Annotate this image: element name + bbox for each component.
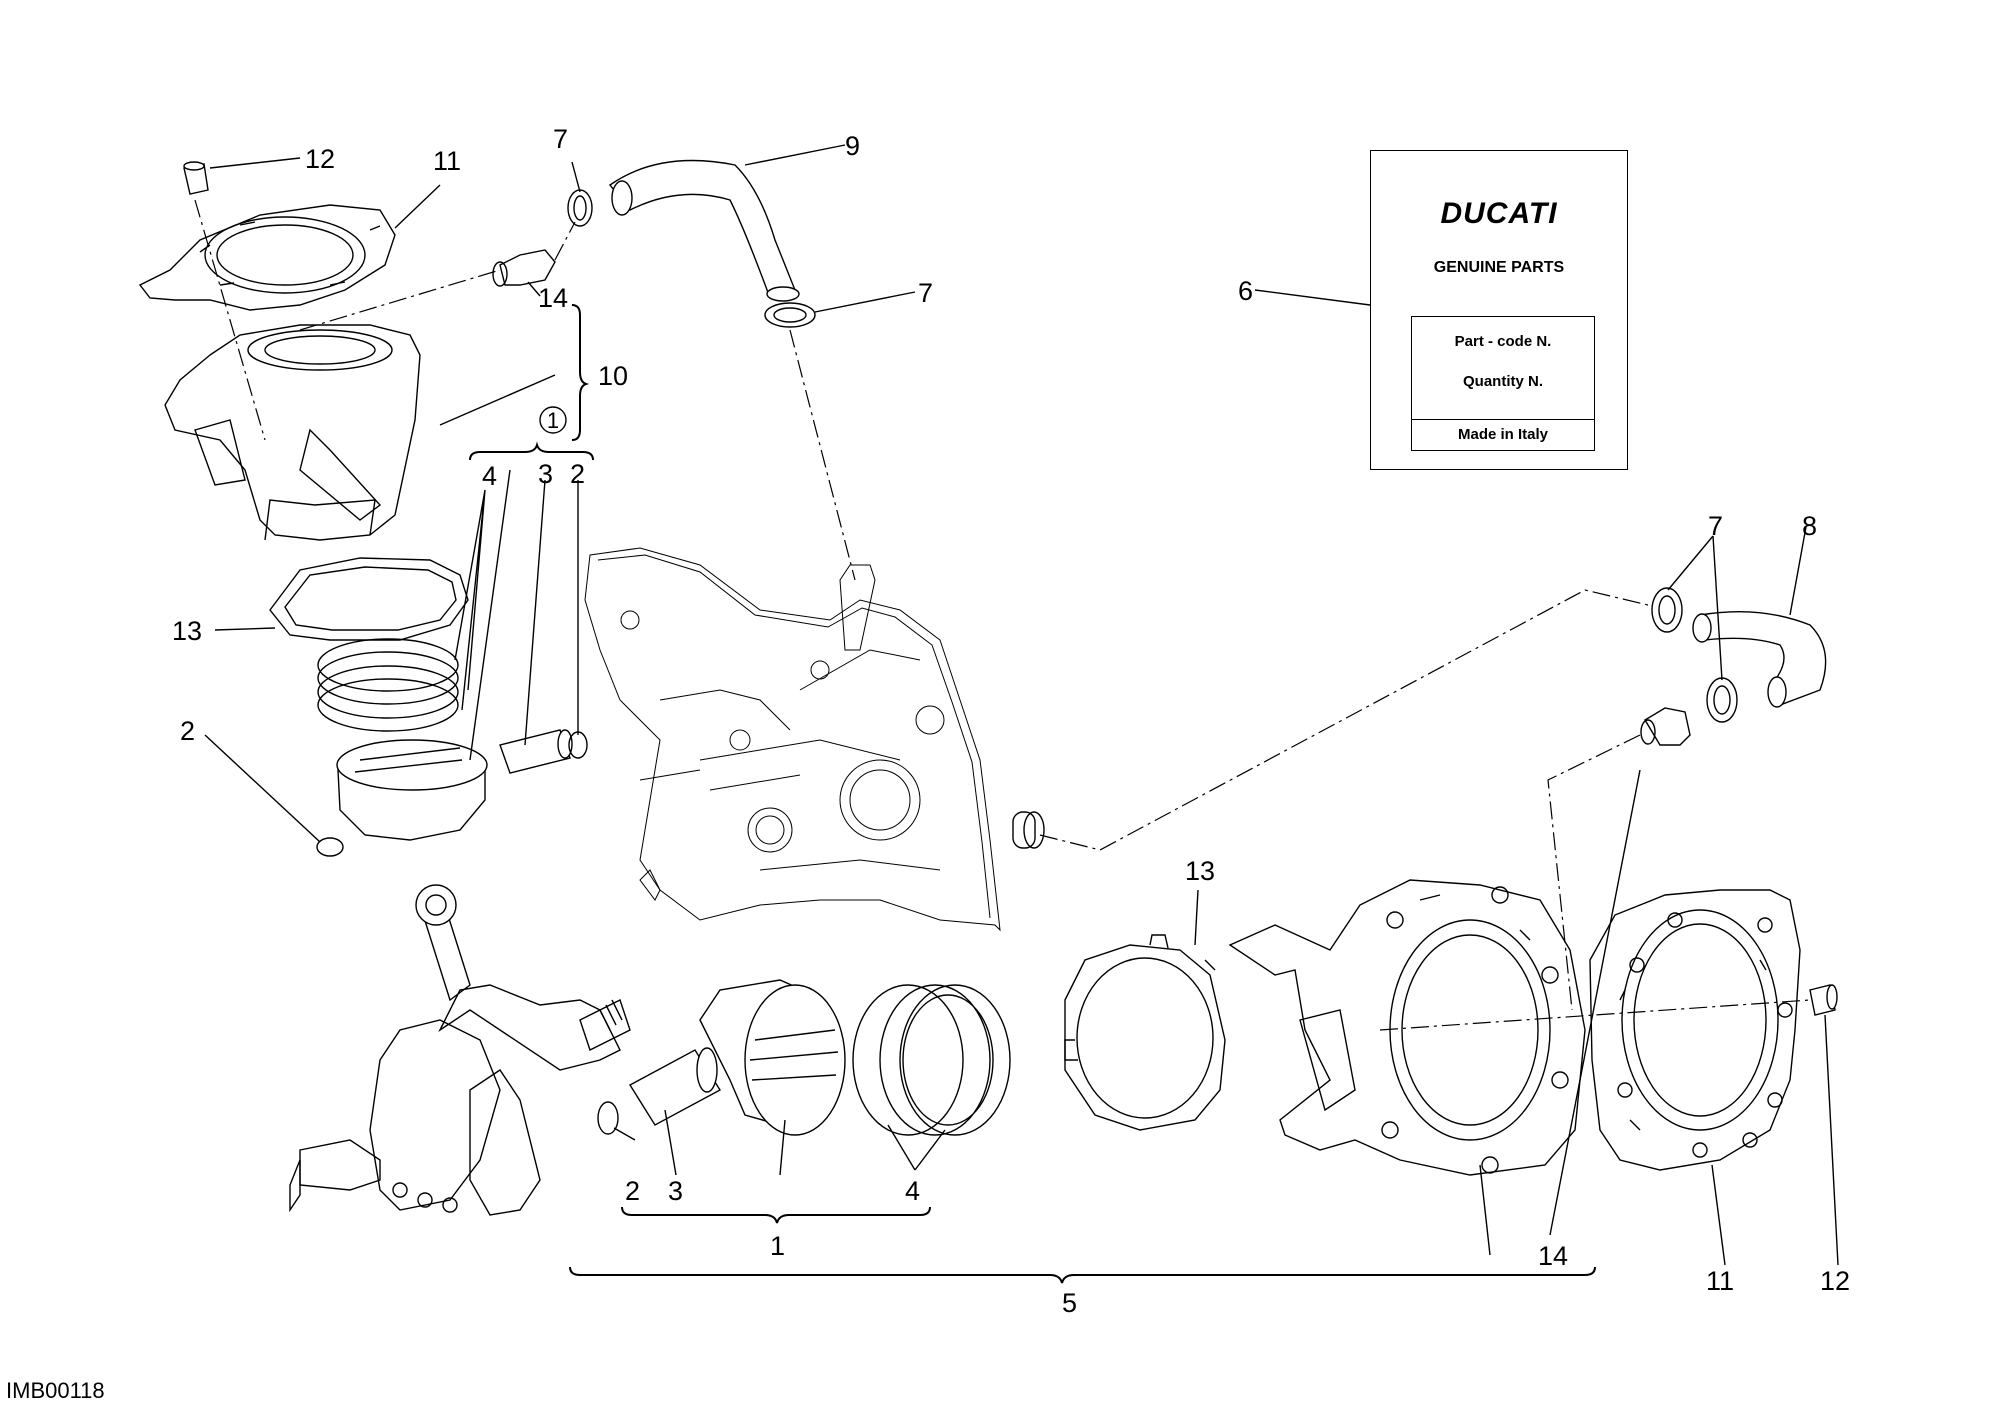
callout-1: 1 bbox=[770, 1231, 785, 1261]
piston-rings-upper bbox=[317, 638, 459, 732]
callout-12: 12 bbox=[1820, 1266, 1850, 1296]
callout-13: 13 bbox=[172, 616, 202, 646]
callout-13: 13 bbox=[1185, 856, 1215, 886]
piston-lower bbox=[699, 979, 846, 1136]
callout-14: 14 bbox=[1538, 1241, 1568, 1271]
crankcase-ghost bbox=[584, 547, 1045, 932]
dowel-lower bbox=[1809, 984, 1838, 1016]
callout-10: 10 bbox=[598, 361, 628, 391]
union-fitting-upper bbox=[492, 249, 556, 287]
part-code-field: Part - code N. bbox=[1454, 333, 1552, 350]
callout-14: 14 bbox=[538, 283, 568, 313]
label-subtitle: GENUINE PARTS bbox=[1433, 259, 1565, 276]
water-hose-right bbox=[1692, 610, 1827, 708]
cylinder-base-gasket-lower bbox=[1064, 934, 1226, 1131]
label-info-box: Part - code N. Quantity N. Made in Italy bbox=[1411, 316, 1595, 451]
gudgeon-pin-lower bbox=[629, 1047, 721, 1126]
callout-7: 7 bbox=[1708, 511, 1723, 541]
drawing-code: IMB00118 bbox=[6, 1378, 105, 1403]
cylinder-lower bbox=[1228, 879, 1586, 1176]
callout-3: 3 bbox=[668, 1176, 683, 1206]
piston-upper bbox=[336, 739, 488, 841]
cylinder-head-gasket-upper bbox=[138, 204, 396, 311]
callout-numbers: 12 11 7 9 7 14 10 4 3 2 13 2 6 7 8 13 2 … bbox=[172, 124, 1850, 1318]
callout-8: 8 bbox=[1802, 511, 1817, 541]
callout-11: 11 bbox=[433, 146, 461, 176]
callout-2: 2 bbox=[180, 716, 195, 746]
callout-7: 7 bbox=[918, 278, 933, 308]
callout-4: 4 bbox=[905, 1176, 920, 1206]
callout-12: 12 bbox=[305, 144, 335, 174]
cylinder-upper bbox=[164, 324, 421, 541]
cylinder-head-gasket-lower bbox=[1589, 889, 1801, 1171]
callout-7: 7 bbox=[553, 124, 568, 154]
genuine-parts-label: DUCATI GENUINE PARTS Part - code N. Quan… bbox=[1370, 150, 1628, 470]
callout-11: 11 bbox=[1706, 1266, 1734, 1296]
callout-9: 9 bbox=[845, 131, 860, 161]
hose-clamps-right bbox=[1651, 587, 1738, 723]
callout-6: 6 bbox=[1238, 276, 1253, 306]
assembly-centre-lines bbox=[194, 199, 1811, 1031]
circled-marker: 1 bbox=[539, 406, 567, 434]
callout-3: 3 bbox=[538, 459, 553, 489]
callout-2: 2 bbox=[570, 459, 585, 489]
cylinder-base-gasket-upper bbox=[269, 557, 469, 641]
svg-text:1: 1 bbox=[547, 408, 559, 433]
callout-4: 4 bbox=[482, 461, 497, 491]
brand-logo: DUCATI bbox=[1440, 197, 1558, 230]
leader-lines bbox=[204, 144, 1839, 1266]
water-hose-upper bbox=[608, 159, 800, 302]
dowel-upper bbox=[183, 161, 209, 195]
crankshaft bbox=[289, 884, 631, 1216]
hose-clamps-upper bbox=[567, 189, 816, 328]
gudgeon-pin-upper bbox=[499, 729, 573, 774]
circlip-lower bbox=[597, 1101, 619, 1135]
callout-5: 5 bbox=[1062, 1288, 1077, 1318]
piston-rings-lower bbox=[852, 984, 1011, 1136]
quantity-field: Quantity N. bbox=[1462, 373, 1543, 390]
brackets bbox=[469, 304, 1596, 1284]
callout-2: 2 bbox=[625, 1176, 640, 1206]
origin-field: Made in Italy bbox=[1412, 419, 1594, 450]
union-fitting-right bbox=[1640, 707, 1691, 746]
